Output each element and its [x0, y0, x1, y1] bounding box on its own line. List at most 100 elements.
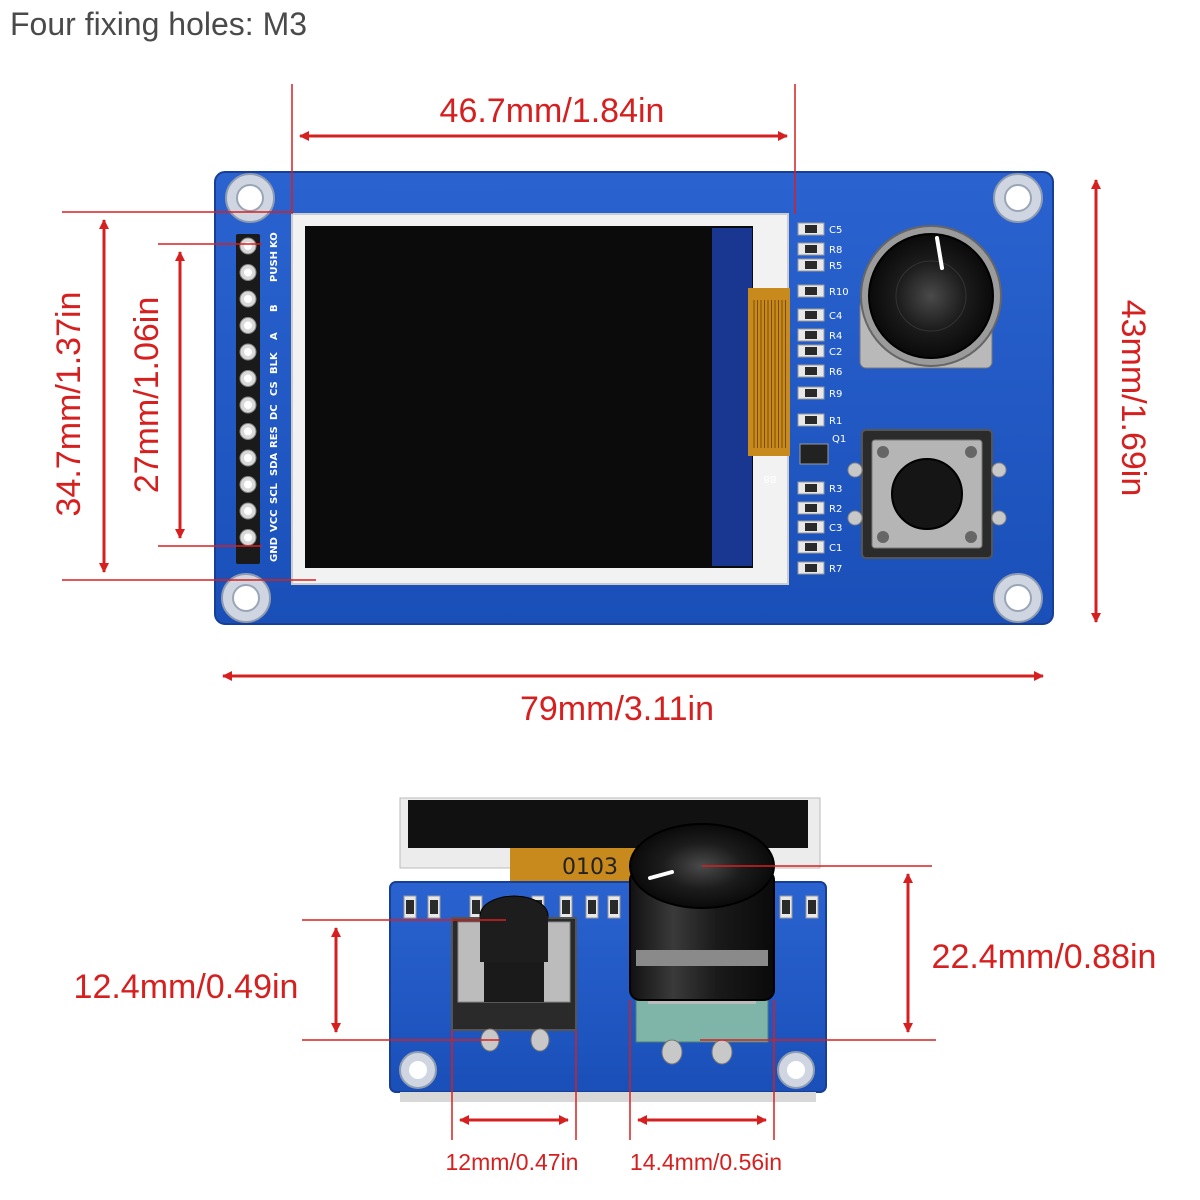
smd-component: C3: [797, 520, 842, 534]
smd-component: C4: [797, 308, 842, 322]
component-label: R1: [829, 416, 842, 427]
side-view-board: 0103: [389, 797, 827, 1102]
dimension-screen-active-height: 27mm/1.06in: [128, 243, 262, 547]
header-pin: [239, 264, 257, 281]
component-label: C1: [829, 543, 842, 554]
component-label: Q1: [832, 434, 846, 445]
smd-component: R1: [797, 413, 842, 427]
side-fpc-label: 0103: [562, 855, 618, 880]
side-smd-component: [427, 895, 441, 919]
header-pin: [239, 237, 257, 255]
board-width-label: 79mm/3.11in: [520, 690, 714, 728]
header-pin: [239, 290, 257, 308]
header-pin: [239, 370, 257, 387]
dimension-knob-height: 22.4mm/0.88in: [700, 865, 1157, 1041]
top-view-board: GND VCC SCL SDA RES DC CS BLK A B PUSH KO B8 C5R8R5…: [214, 171, 1054, 625]
pin-label: SDA: [269, 452, 280, 476]
smd-component: R7: [797, 561, 842, 575]
screen-active-height-label: 27mm/1.06in: [128, 297, 166, 494]
component-label: C3: [829, 523, 842, 534]
pin-label: GND: [269, 537, 280, 562]
fpc-cable: [748, 288, 790, 456]
smd-component: C1: [797, 540, 842, 554]
header-pin: [239, 449, 257, 467]
smd-component: C2: [797, 344, 842, 358]
dimension-button-height: 12.4mm/0.49in: [74, 919, 506, 1041]
dimension-knob-width: 14.4mm/0.56in: [629, 1000, 782, 1175]
side-push-button: [451, 895, 577, 1052]
component-label: R9: [829, 389, 842, 400]
knob-indicator: [935, 236, 944, 270]
header-pin: [239, 396, 257, 414]
dimension-board-width: 79mm/3.11in: [222, 671, 1044, 728]
dimension-board-height: 43mm/1.69in: [1091, 179, 1152, 623]
side-smd-component: [559, 895, 573, 919]
side-smd-component: [607, 895, 621, 919]
pin-label: CS: [269, 381, 280, 396]
smd-component: R5: [797, 258, 842, 272]
dimension-display-width: 46.7mm/1.84in: [291, 84, 796, 214]
smd-component: R6: [797, 364, 842, 378]
component-label: C5: [829, 225, 842, 236]
screen-outer-height-label: 34.7mm/1.37in: [50, 292, 88, 517]
screen-edge: [712, 228, 752, 566]
smd-component: R3: [797, 481, 842, 495]
side-pcb-edge: [400, 1092, 816, 1102]
transistor-q1: Q1: [799, 434, 846, 465]
component-label: C4: [829, 311, 842, 322]
component-label: R6: [829, 367, 842, 378]
board-height-label: 43mm/1.69in: [1114, 300, 1152, 497]
side-smd-component: [805, 895, 819, 919]
pin-labels: GND VCC SCL SDA RES DC CS BLK A B PUSH KO: [269, 232, 280, 562]
pin-label: B: [269, 304, 280, 312]
side-smd-component: [585, 895, 599, 919]
mounting-holes: [221, 173, 1043, 623]
dimension-screen-outer-height: 34.7mm/1.37in: [50, 211, 316, 581]
header-pin: [239, 423, 257, 440]
knob-width-label: 14.4mm/0.56in: [630, 1149, 782, 1175]
side-smd-component: [779, 895, 793, 919]
header-pin: [239, 529, 257, 546]
smd-component: R2: [797, 501, 842, 515]
pin-label: BLK: [269, 351, 280, 374]
component-label: R3: [829, 484, 842, 495]
component-label: R8: [829, 245, 842, 256]
side-smd-component: [403, 895, 417, 919]
rotary-knob: [859, 225, 1002, 369]
header-pin: [239, 317, 257, 334]
pin-label: A: [269, 332, 280, 340]
smd-component: R10: [797, 284, 849, 298]
pin-label: PUSH: [269, 251, 280, 282]
lcd-screen: [305, 226, 753, 568]
display-width-label: 46.7mm/1.84in: [440, 92, 665, 130]
component-label: R10: [829, 287, 849, 298]
smd-component: R4: [797, 328, 842, 342]
component-label: C2: [829, 347, 842, 358]
smd-component: R9: [797, 386, 842, 400]
pin-label: DC: [269, 404, 280, 420]
pin-label: KO: [269, 232, 280, 248]
pin-label: SCL: [269, 482, 280, 504]
title: Four fixing holes: M3: [10, 6, 308, 42]
pin-label: RES: [269, 426, 280, 448]
side-rotary-knob: [629, 823, 775, 1065]
header-pin: [239, 502, 257, 520]
button-width-label: 12mm/0.47in: [446, 1149, 579, 1175]
pin-label: VCC: [269, 510, 280, 532]
button-height-label: 12.4mm/0.49in: [74, 968, 299, 1006]
fpc-label: B8: [763, 473, 776, 484]
knob-height-label: 22.4mm/0.88in: [932, 938, 1157, 976]
pin-header: [236, 234, 260, 564]
component-label: R4: [829, 331, 842, 342]
push-button: [847, 429, 1007, 559]
header-pin: [239, 476, 257, 493]
dimension-button-width: 12mm/0.47in: [446, 1030, 579, 1175]
smd-component: R8: [797, 242, 842, 256]
smd-component: C5: [797, 222, 842, 236]
component-label: R2: [829, 504, 842, 515]
component-label: R7: [829, 564, 842, 575]
header-pin: [239, 343, 257, 361]
component-label: R5: [829, 261, 842, 272]
